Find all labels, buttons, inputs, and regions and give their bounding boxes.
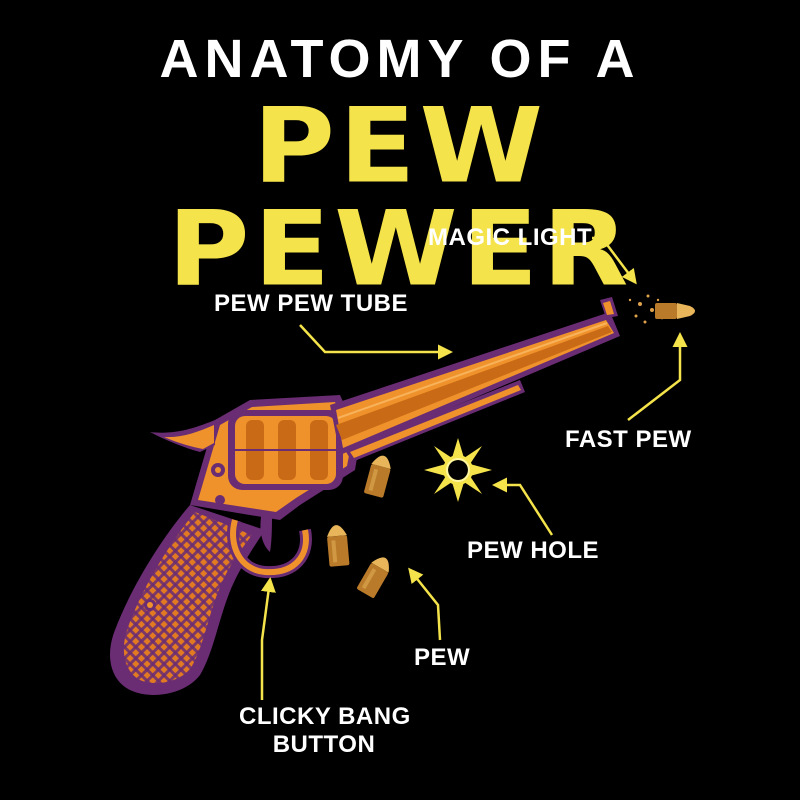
- label-fast-pew: FAST PEW: [565, 426, 692, 453]
- arrow-clicky-bang: [260, 577, 276, 700]
- pew-hole: [424, 438, 492, 502]
- arrow-magic-light: [592, 236, 637, 285]
- label-clicky-bang-button: CLICKY BANG BUTTON: [239, 703, 411, 759]
- label-pew: PEW: [414, 644, 471, 671]
- label-magic-light: MAGIC LIGHT: [428, 224, 593, 251]
- arrow-pew-pew-tube: [299, 324, 453, 360]
- label-pew-hole: PEW HOLE: [467, 537, 600, 564]
- callout-arrows: [260, 236, 688, 700]
- arrow-pew: [408, 567, 442, 641]
- revolver: [110, 297, 620, 695]
- title-line-1: ANATOMY OF A: [159, 29, 641, 89]
- title-line-2: PEW PEWER: [167, 86, 633, 310]
- pew-pew-tube-barrel: [330, 297, 620, 462]
- arrow-pew-hole: [492, 477, 554, 536]
- trigger: [260, 512, 272, 552]
- label-clicky-bang-line-2: BUTTON: [272, 731, 376, 758]
- revolver-cylinder: [211, 410, 343, 505]
- fast-pew-bullet: [655, 303, 695, 319]
- pew-bullets: [326, 455, 391, 598]
- label-clicky-bang-line-1: CLICKY BANG: [239, 703, 411, 730]
- label-pew-pew-tube: PEW PEW TUBE: [214, 290, 409, 317]
- arrow-fast-pew: [627, 332, 688, 421]
